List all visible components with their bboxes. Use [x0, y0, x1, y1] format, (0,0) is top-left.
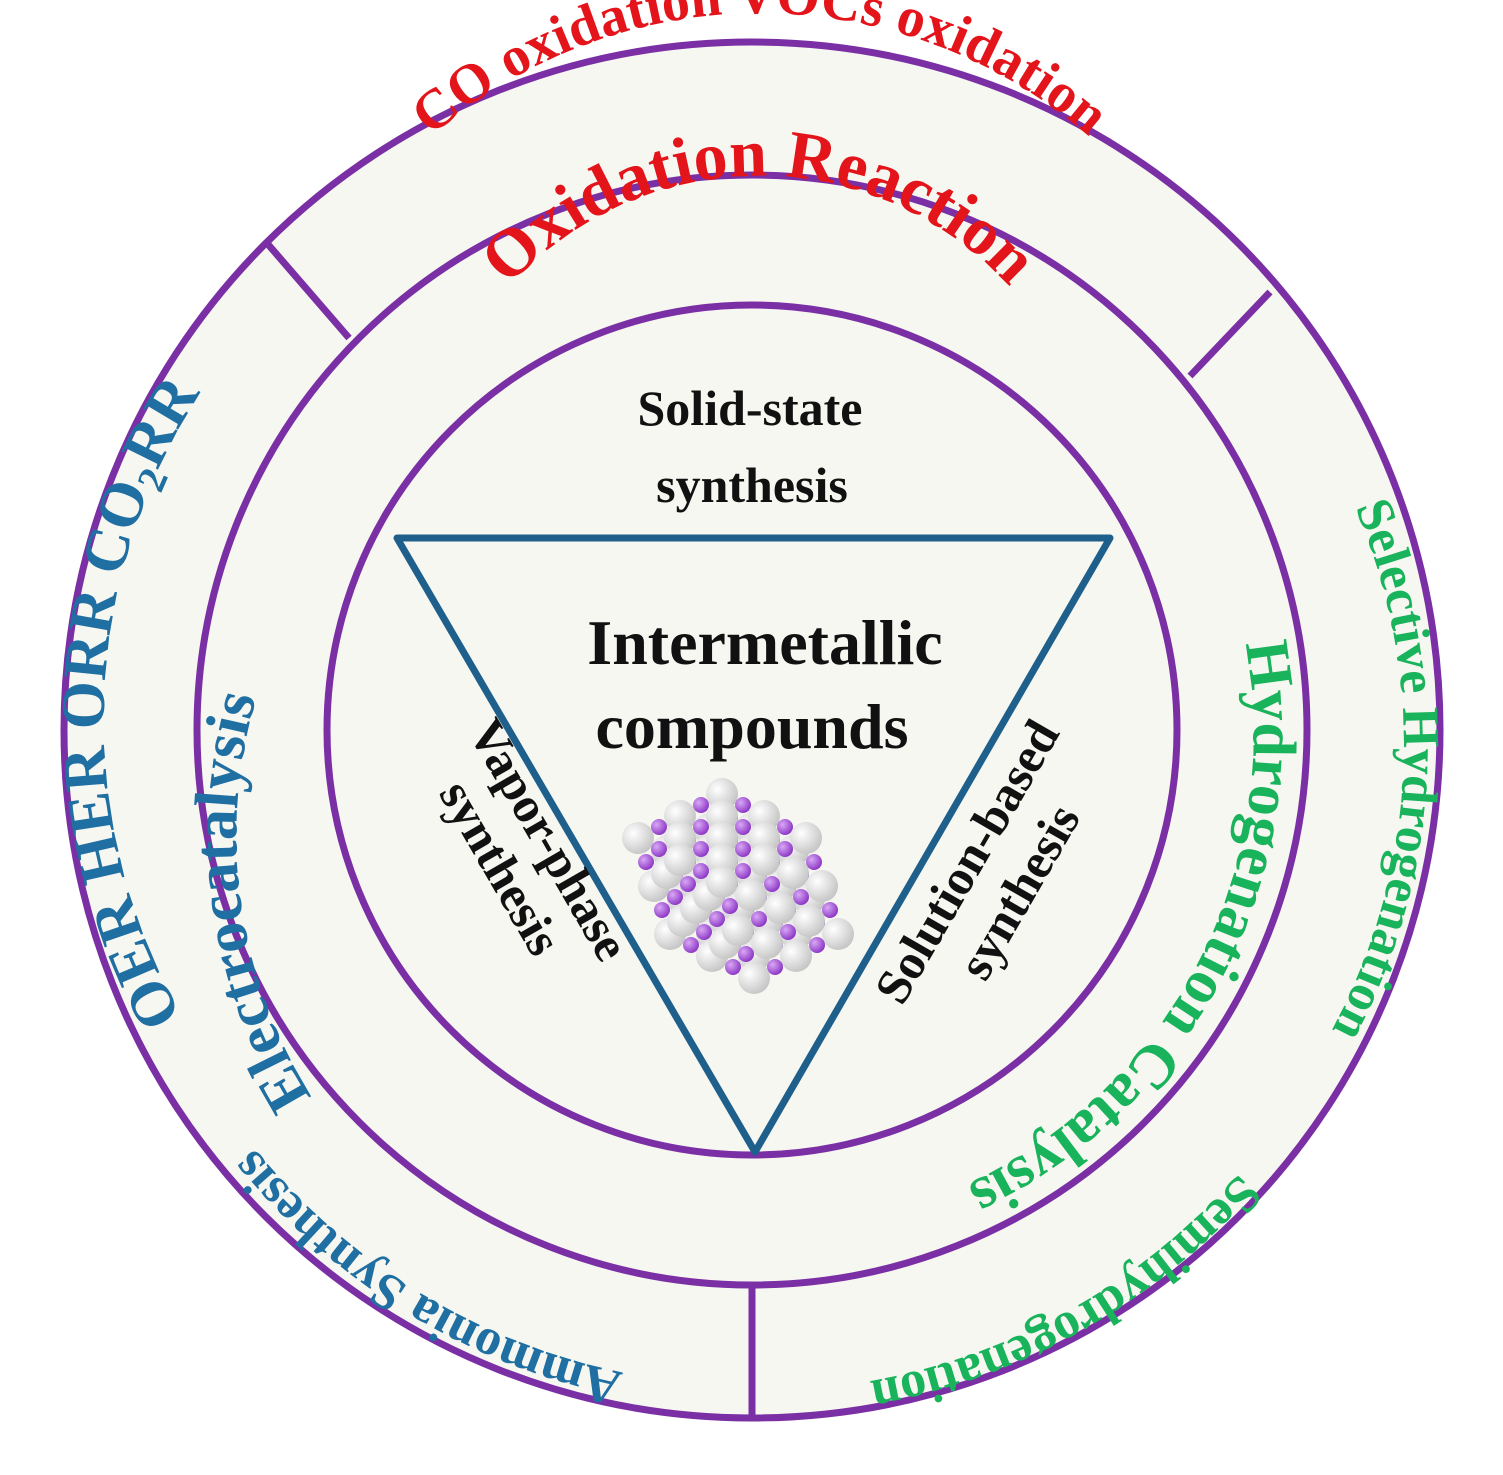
divider-top-left	[263, 239, 352, 341]
atom-purple	[738, 946, 754, 962]
atom-purple	[735, 797, 751, 813]
atom-purple	[693, 819, 709, 835]
atom-light	[735, 879, 767, 911]
atom-light	[622, 822, 654, 854]
atom-light	[751, 927, 783, 959]
atom-purple	[767, 959, 783, 975]
atom-light	[664, 822, 696, 854]
atom-purple	[654, 902, 670, 918]
atom-purple	[806, 854, 822, 870]
atom-light	[664, 800, 696, 832]
atom-purple	[667, 889, 683, 905]
atom-purple	[651, 841, 667, 857]
atom-purple	[822, 902, 838, 918]
atom-light	[822, 918, 854, 950]
atom-light	[664, 844, 696, 876]
atom-purple	[735, 863, 751, 879]
atom-light	[706, 844, 738, 876]
atom-purple	[683, 937, 699, 953]
atom-purple	[680, 876, 696, 892]
divider-top-right	[1187, 289, 1273, 379]
center-title-line2: compounds	[596, 691, 909, 762]
atom-purple	[693, 797, 709, 813]
atom-light	[764, 892, 796, 924]
atom-purple	[764, 876, 780, 892]
atom-light	[706, 866, 738, 898]
solid-state-line2: synthesis	[656, 457, 848, 513]
atom-purple	[777, 819, 793, 835]
atom-light	[706, 800, 738, 832]
atom-purple	[735, 841, 751, 857]
atom-purple	[693, 841, 709, 857]
atom-purple	[780, 924, 796, 940]
atom-light	[748, 822, 780, 854]
atom-purple	[709, 911, 725, 927]
atom-light	[748, 800, 780, 832]
atom-light	[806, 870, 838, 902]
atom-light	[790, 822, 822, 854]
atom-purple	[693, 863, 709, 879]
atom-purple	[751, 911, 767, 927]
atom-purple	[651, 819, 667, 835]
atom-purple	[725, 959, 741, 975]
atom-purple	[696, 924, 712, 940]
atom-light	[706, 822, 738, 854]
atom-light	[738, 962, 770, 994]
atom-light	[793, 905, 825, 937]
atom-purple	[735, 819, 751, 835]
atom-purple	[777, 841, 793, 857]
atom-light	[777, 857, 809, 889]
app-orr: ORR	[49, 582, 130, 730]
inner-ring	[323, 301, 1181, 1159]
synthesis-triangle	[393, 534, 1114, 1156]
crystal-cluster-icon	[622, 778, 854, 994]
atom-light	[780, 940, 812, 972]
center-title-line1: Intermetallic	[587, 607, 942, 678]
atom-light	[722, 914, 754, 946]
solid-state-line1: Solid-state	[638, 380, 863, 436]
atom-purple	[722, 898, 738, 914]
atom-purple	[809, 937, 825, 953]
atom-purple	[638, 854, 654, 870]
atom-purple	[793, 889, 809, 905]
atom-light	[748, 844, 780, 876]
atom-light	[706, 778, 738, 810]
